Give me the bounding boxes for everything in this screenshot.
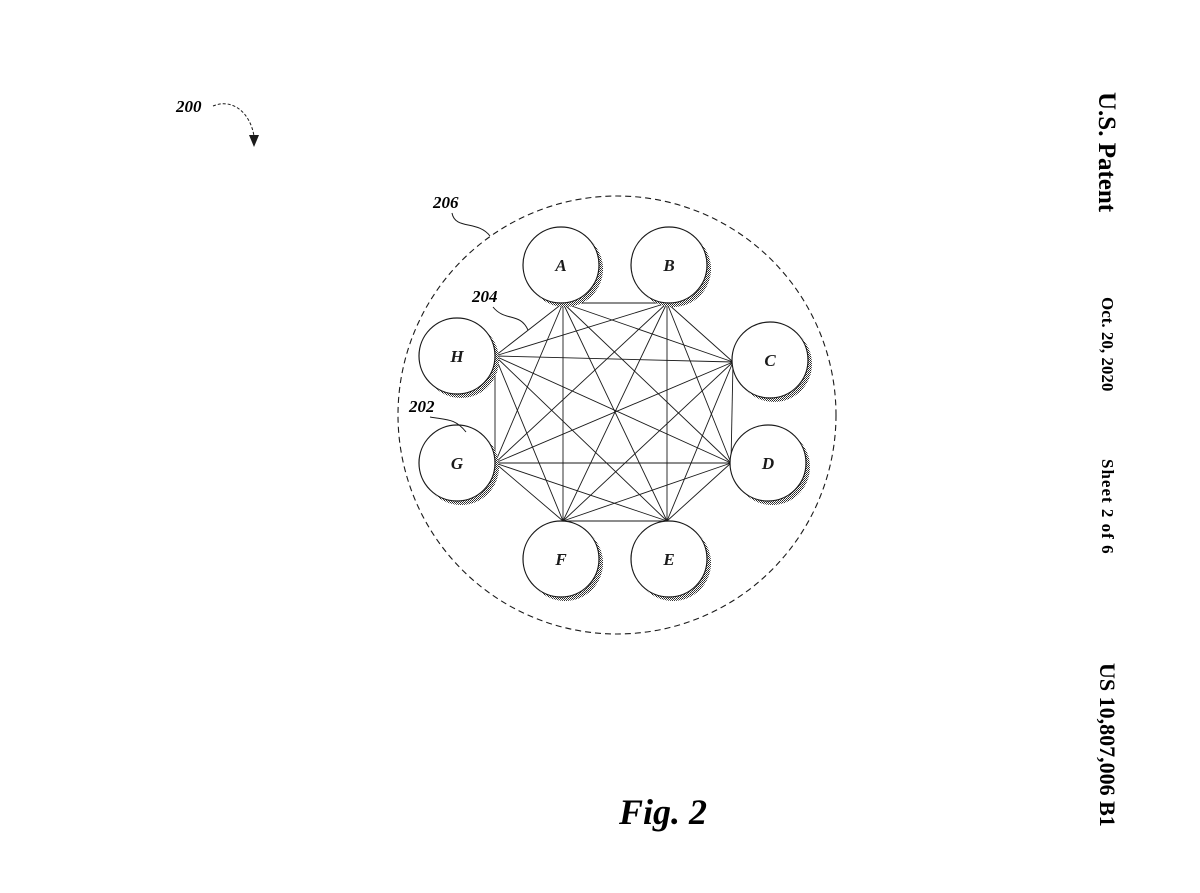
edge-c-f	[562, 361, 734, 522]
node-label: B	[662, 256, 674, 275]
edge-a-c	[562, 302, 734, 363]
node-f: F	[522, 520, 603, 601]
node-circle	[522, 520, 600, 598]
edge-b-g	[494, 302, 668, 464]
header-date: Oct. 20, 2020	[1098, 297, 1117, 391]
figure-title: Fig. 2	[618, 792, 707, 832]
figure-ref-arrow	[212, 103, 255, 137]
node-label: E	[662, 550, 674, 569]
patent-header: U.S. Patent Oct. 20, 2020 Sheet 2 of 6 U…	[1093, 92, 1120, 827]
edge-f-h	[494, 355, 564, 522]
mesh-edges	[494, 302, 734, 522]
boundary-ref-label: 206	[432, 193, 459, 212]
node-a: A	[522, 226, 603, 307]
cluster-boundary	[397, 195, 837, 635]
node-ref-leader	[429, 416, 467, 433]
node-label: F	[554, 550, 567, 569]
header-sheet: Sheet 2 of 6	[1098, 459, 1117, 555]
node-circle	[731, 321, 809, 399]
edge-c-h	[494, 355, 734, 363]
node-label: D	[761, 454, 774, 473]
node-ref-label: 202	[408, 397, 435, 416]
node-c: C	[731, 321, 812, 402]
edge-d-h	[494, 355, 732, 464]
node-circle	[418, 317, 496, 395]
figure-ref-arrowhead	[249, 135, 259, 147]
edge-b-h	[494, 302, 668, 357]
edge-b-d	[666, 302, 732, 464]
edge-a-g	[494, 302, 564, 464]
node-label: G	[451, 454, 464, 473]
edge-e-h	[494, 355, 668, 522]
figure-reference: 200	[175, 97, 259, 147]
node-reference: 202	[408, 397, 467, 433]
node-d: D	[729, 424, 810, 505]
edge-ref-label: 204	[471, 287, 498, 306]
edge-b-c	[666, 302, 734, 363]
mesh-nodes: A B C D E F G H	[418, 226, 812, 601]
edge-reference: 204	[471, 287, 529, 331]
edge-f-g	[494, 462, 564, 522]
node-label: C	[764, 351, 776, 370]
edge-d-f	[562, 462, 732, 522]
node-e: E	[630, 520, 711, 601]
node-b: B	[630, 226, 711, 307]
edge-ref-leader	[492, 306, 529, 331]
edge-e-g	[494, 462, 668, 522]
node-circle	[630, 226, 708, 304]
node-label: A	[554, 256, 566, 275]
node-g: G	[418, 424, 499, 505]
figure-ref-label: 200	[175, 97, 202, 116]
edge-c-d	[730, 361, 734, 464]
node-h: H	[418, 317, 499, 398]
node-circle	[729, 424, 807, 502]
edge-d-e	[666, 462, 732, 522]
boundary-reference: 206	[432, 193, 491, 237]
edge-c-e	[666, 361, 734, 522]
node-circle	[630, 520, 708, 598]
node-circle	[522, 226, 600, 304]
header-patent-number: US 10,807,006 B1	[1095, 663, 1120, 827]
edge-a-h	[494, 302, 564, 357]
node-circle	[418, 424, 496, 502]
edge-a-d	[562, 302, 732, 464]
boundary-ref-leader	[451, 212, 491, 237]
header-publisher: U.S. Patent	[1093, 92, 1120, 213]
edge-c-g	[494, 361, 734, 464]
node-label: H	[449, 347, 464, 366]
